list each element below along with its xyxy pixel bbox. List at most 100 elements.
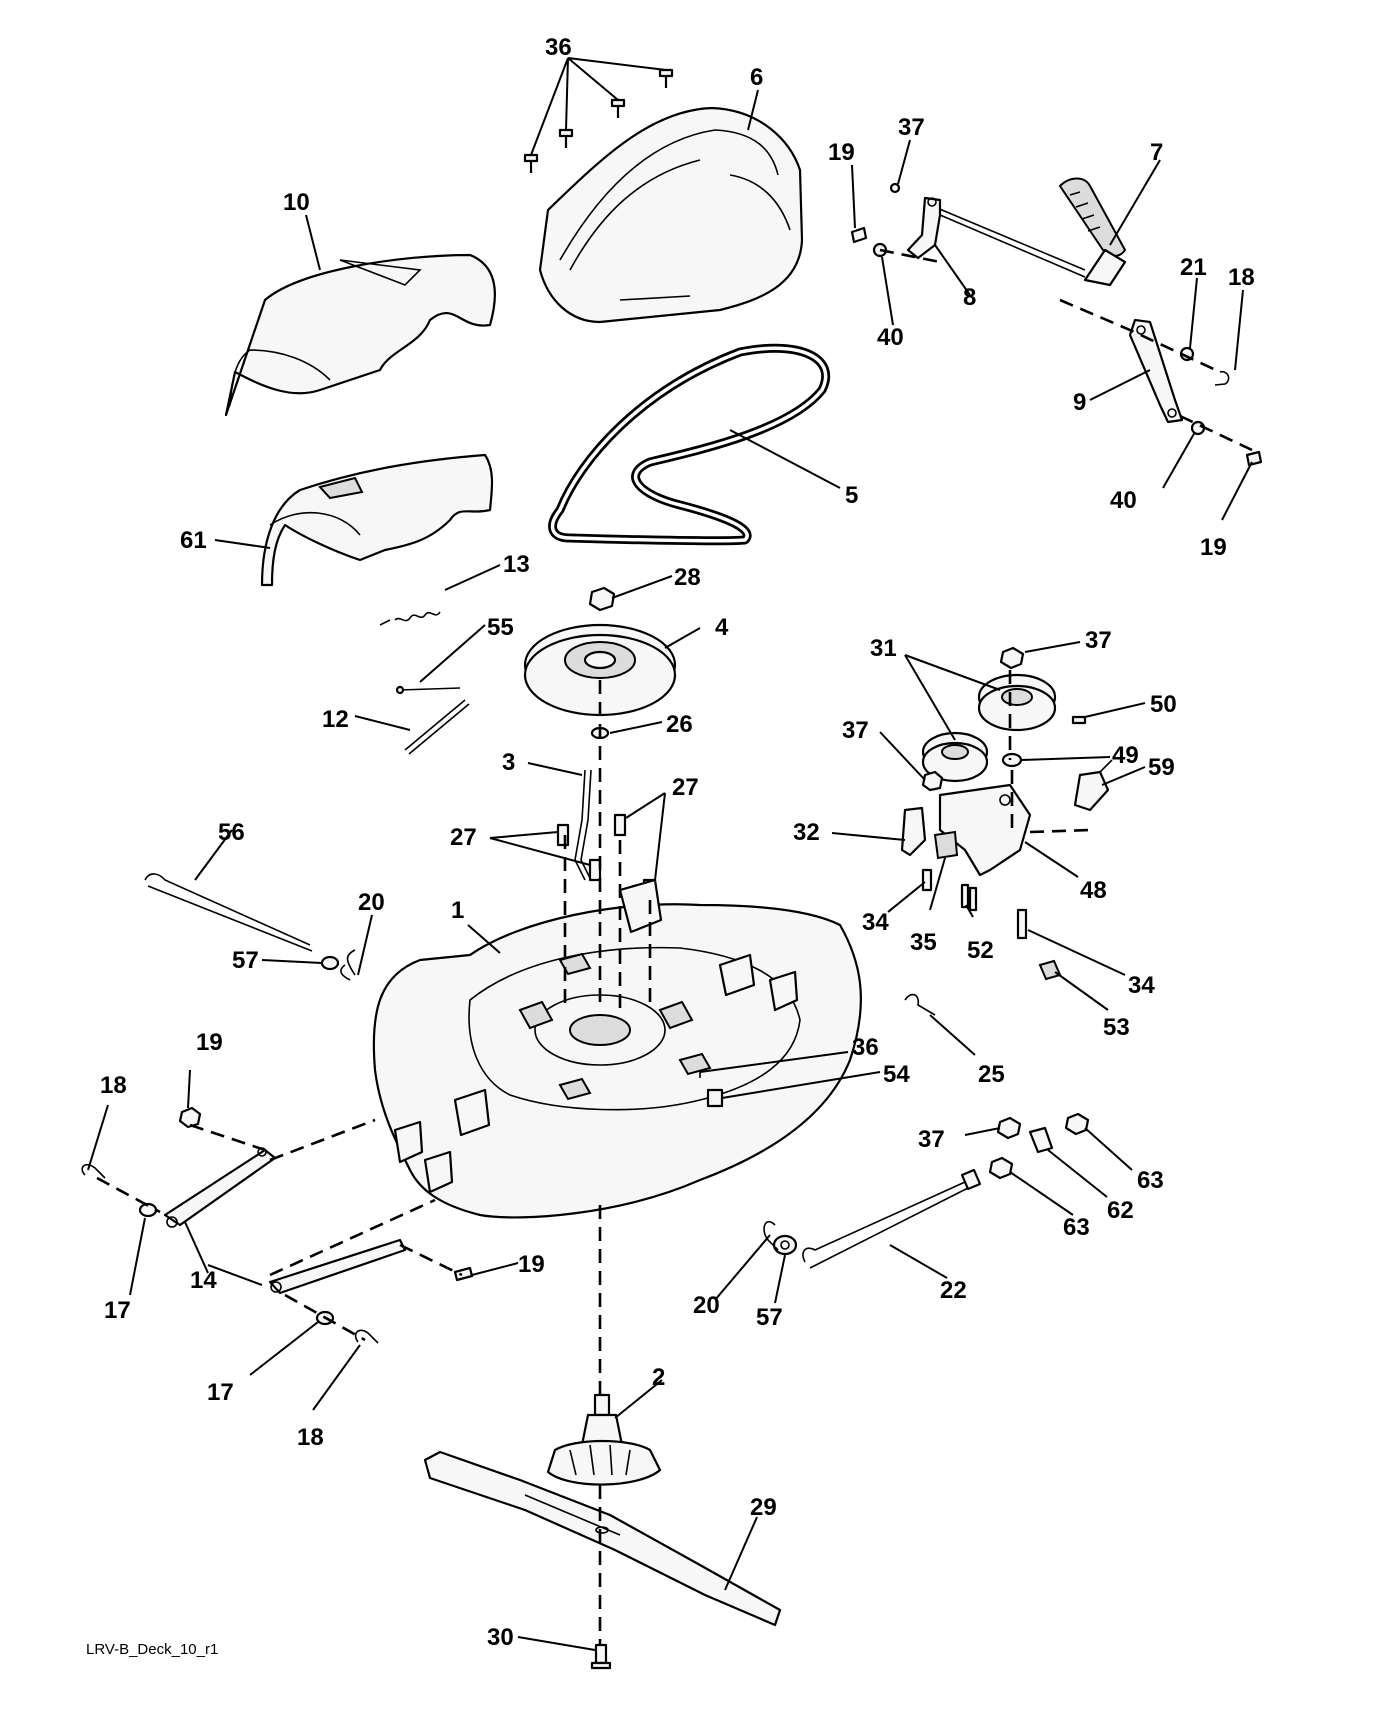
- callout-52: 52: [967, 937, 994, 964]
- callout-31: 31: [870, 635, 897, 662]
- part-5-belt[interactable]: [548, 343, 831, 546]
- part-36-rivets[interactable]: [523, 68, 674, 173]
- callout-17-left: 17: [104, 1297, 131, 1324]
- part-56-rod[interactable]: [144, 873, 313, 952]
- part-54-bushing[interactable]: [706, 1088, 724, 1108]
- callout-32: 32: [793, 819, 820, 846]
- leader-lines: [87, 57, 1253, 1651]
- callout-18-lower: 18: [297, 1424, 324, 1451]
- part-55-pin[interactable]: [395, 685, 461, 695]
- callout-14: 14: [190, 1267, 217, 1294]
- callout-7: 7: [1150, 139, 1163, 166]
- part-30-bolt[interactable]: [590, 1643, 612, 1670]
- fasteners-lift-linkage[interactable]: [850, 182, 1263, 467]
- part-29-blade[interactable]: [423, 1450, 782, 1627]
- callout-36-deck: 36: [852, 1034, 879, 1061]
- callout-34-right: 34: [1128, 972, 1155, 999]
- callout-2: 2: [652, 1364, 665, 1391]
- callout-6: 6: [750, 64, 763, 91]
- callout-27-right: 27: [672, 774, 699, 801]
- callout-20-lower: 20: [693, 1292, 720, 1319]
- callout-37-bracket-left: 37: [842, 717, 869, 744]
- part-9-lift-arm[interactable]: [1128, 318, 1184, 424]
- part-57-washer-upper[interactable]: [320, 955, 340, 971]
- callout-8: 8: [963, 284, 976, 311]
- callout-37-upper: 37: [898, 114, 925, 141]
- callout-20-upper: 20: [358, 889, 385, 916]
- part-4-pulley[interactable]: [523, 623, 677, 717]
- callout-19-right: 19: [1200, 534, 1227, 561]
- callout-22: 22: [940, 1277, 967, 1304]
- callout-57-lower: 57: [756, 1304, 783, 1331]
- callout-12: 12: [322, 706, 349, 733]
- part-59-switch[interactable]: [1073, 759, 1113, 812]
- callout-59: 59: [1148, 754, 1175, 781]
- callout-56: 56: [218, 819, 245, 846]
- callout-37-bracket-top: 37: [1085, 627, 1112, 654]
- assembly-dash-lines: [96, 248, 1253, 1645]
- callout-10: 10: [283, 189, 310, 216]
- callout-28: 28: [674, 564, 701, 591]
- callout-63-lower: 63: [1063, 1214, 1090, 1241]
- callout-49: 49: [1112, 742, 1139, 769]
- part-28-nut[interactable]: [588, 586, 616, 612]
- callout-55: 55: [487, 614, 514, 641]
- part-61-cover[interactable]: [260, 453, 494, 587]
- callout-35: 35: [910, 929, 937, 956]
- callout-29: 29: [750, 1494, 777, 1521]
- callout-5: 5: [845, 482, 858, 509]
- callout-54: 54: [883, 1061, 910, 1088]
- part-6-belt-cover[interactable]: [538, 106, 804, 324]
- part-63-nuts[interactable]: [988, 1112, 1090, 1180]
- callout-50: 50: [1150, 691, 1177, 718]
- part-20-clip-lower[interactable]: [763, 1220, 779, 1251]
- callout-61: 61: [180, 527, 207, 554]
- part-7-lift-handle[interactable]: [929, 177, 1127, 287]
- part-12-rod[interactable]: [404, 699, 470, 755]
- callout-34-left: 34: [862, 909, 889, 936]
- callout-27-left: 27: [450, 824, 477, 851]
- callout-36-top: 36: [545, 34, 572, 61]
- part-32-bracket[interactable]: [900, 806, 927, 857]
- part-62-trunnion[interactable]: [1028, 1126, 1054, 1154]
- part-13-spring[interactable]: [379, 611, 441, 626]
- part-1-mower-deck[interactable]: [372, 878, 863, 1219]
- part-48-bracket[interactable]: [938, 783, 1032, 877]
- part-22-rod[interactable]: [802, 1168, 982, 1269]
- part-3-rod[interactable]: [574, 769, 592, 881]
- part-2-spindle[interactable]: [546, 1393, 662, 1486]
- callout-53: 53: [1103, 1014, 1130, 1041]
- callout-17-lower: 17: [207, 1379, 234, 1406]
- part-8-link[interactable]: [906, 196, 942, 260]
- part-20-clip-upper[interactable]: [340, 949, 356, 981]
- diagram-code-label: LRV-B_Deck_10_r1: [86, 1641, 218, 1658]
- part-10-left-cover[interactable]: [224, 253, 496, 417]
- fasteners-pulley-bracket[interactable]: [904, 646, 1087, 1016]
- part-35-plate[interactable]: [933, 830, 959, 860]
- callout-26: 26: [666, 711, 693, 738]
- callout-9: 9: [1073, 389, 1086, 416]
- callout-3: 3: [502, 749, 515, 776]
- callout-21: 21: [1180, 254, 1207, 281]
- part-19-bolts-left[interactable]: [178, 1106, 474, 1282]
- callout-18-upper: 18: [1228, 264, 1255, 291]
- callout-1: 1: [451, 897, 464, 924]
- callout-18-left: 18: [100, 1072, 127, 1099]
- part-18-clips[interactable]: [81, 1163, 379, 1344]
- callout-63-right: 63: [1137, 1167, 1164, 1194]
- callout-30: 30: [487, 1624, 514, 1651]
- callout-48: 48: [1080, 877, 1107, 904]
- callout-25: 25: [978, 1061, 1005, 1088]
- callout-19-left: 19: [196, 1029, 223, 1056]
- part-31-idler-pulleys[interactable]: [921, 673, 1057, 783]
- callout-57-upper: 57: [232, 947, 259, 974]
- callout-40-upper: 40: [877, 324, 904, 351]
- callout-37-lower: 37: [918, 1126, 945, 1153]
- callout-19-upper: 19: [828, 139, 855, 166]
- callout-labels: 36 6 10 19 37 7 8 40 21 18 9 40 19 5 61 …: [100, 34, 1255, 1651]
- part-57-washer-lower[interactable]: [772, 1234, 798, 1256]
- callout-62: 62: [1107, 1197, 1134, 1224]
- part-17-washers[interactable]: [138, 1202, 335, 1326]
- part-37-nut-lower[interactable]: [996, 1116, 1022, 1140]
